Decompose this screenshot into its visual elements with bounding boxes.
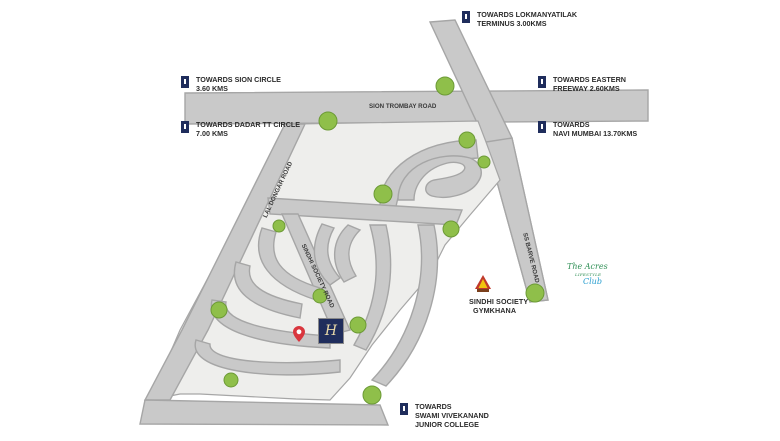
project-logo-letter: H (324, 323, 338, 339)
direction-marker-icon (181, 121, 189, 133)
direction-marker-icon (538, 121, 546, 133)
direction-line: 3.60 KMS (196, 84, 228, 93)
direction-line: TOWARDS SION CIRCLE (196, 75, 281, 84)
direction-line: TOWARDS EASTERN (553, 75, 626, 84)
bottom-road (139, 399, 390, 426)
project-logo: H (318, 318, 344, 344)
direction-line: SWAMI VIVEKANAND (415, 411, 489, 420)
lifestyle-club-logo: The Acres LIFESTYLE Club (565, 262, 608, 290)
club-logo-line: The Acres (567, 262, 608, 271)
direction-marker-icon (400, 403, 408, 415)
direction-line: JUNIOR COLLEGE (415, 420, 479, 429)
direction-line: TOWARDS DADAR TT CIRCLE (196, 120, 301, 129)
direction-line: TOWARDS (415, 402, 452, 411)
direction-line: 7.00 KMS (196, 129, 228, 138)
gymkhana-line: GYMKHANA (473, 306, 517, 315)
east-curve-road-2 (370, 224, 439, 387)
arc-road-1 (313, 223, 342, 286)
direction-line: NAVI MUMBAI 13.70KMS (553, 129, 638, 138)
trees (210, 76, 545, 405)
semicircle-road (333, 224, 362, 283)
direction-lokmanyatilak: TOWARDS LOKMANYATILAK TERMINUS 3.00KMS (462, 10, 577, 28)
direction-eastern-freeway: TOWARDS EASTERN FREEWAY 2.60KMS (538, 75, 626, 93)
inner-loop-road (397, 155, 482, 201)
east-curve-road-1 (352, 224, 392, 351)
curve-road-3 (233, 261, 303, 319)
location-pin-icon (293, 326, 305, 342)
gymkhana-line: SINDHI SOCIETY (469, 297, 529, 306)
direction-line: FREEWAY 2.60KMS (553, 84, 620, 93)
club-logo-line: LIFESTYLE (575, 272, 602, 277)
sion-trombay-road (184, 89, 649, 125)
gymkhana-icon (475, 275, 491, 292)
direction-line: TOWARDS (553, 120, 590, 129)
direction-line: TOWARDS LOKMANYATILAK (477, 10, 578, 19)
road-label-sion-trombay: SION TROMBAY ROAD (369, 103, 437, 110)
direction-marker-icon (538, 76, 546, 88)
gymkhana-label: SINDHI SOCIETY GYMKHANA (469, 297, 528, 315)
curve-road-5 (194, 339, 341, 376)
direction-navi-mumbai: TOWARDS NAVI MUMBAI 13.70KMS (538, 120, 637, 138)
club-logo-line: Club (583, 277, 602, 286)
direction-dadar-tt: TOWARDS DADAR TT CIRCLE 7.00 KMS (181, 120, 300, 138)
direction-swami-vivekanand: TOWARDS SWAMI VIVEKANAND JUNIOR COLLEGE (400, 402, 489, 429)
direction-sion-circle: TOWARDS SION CIRCLE 3.60 KMS (181, 75, 281, 93)
ss-barve-road (485, 137, 549, 303)
direction-marker-icon (462, 11, 470, 23)
direction-line: TERMINUS 3.00KMS (477, 19, 547, 28)
direction-marker-icon (181, 76, 189, 88)
